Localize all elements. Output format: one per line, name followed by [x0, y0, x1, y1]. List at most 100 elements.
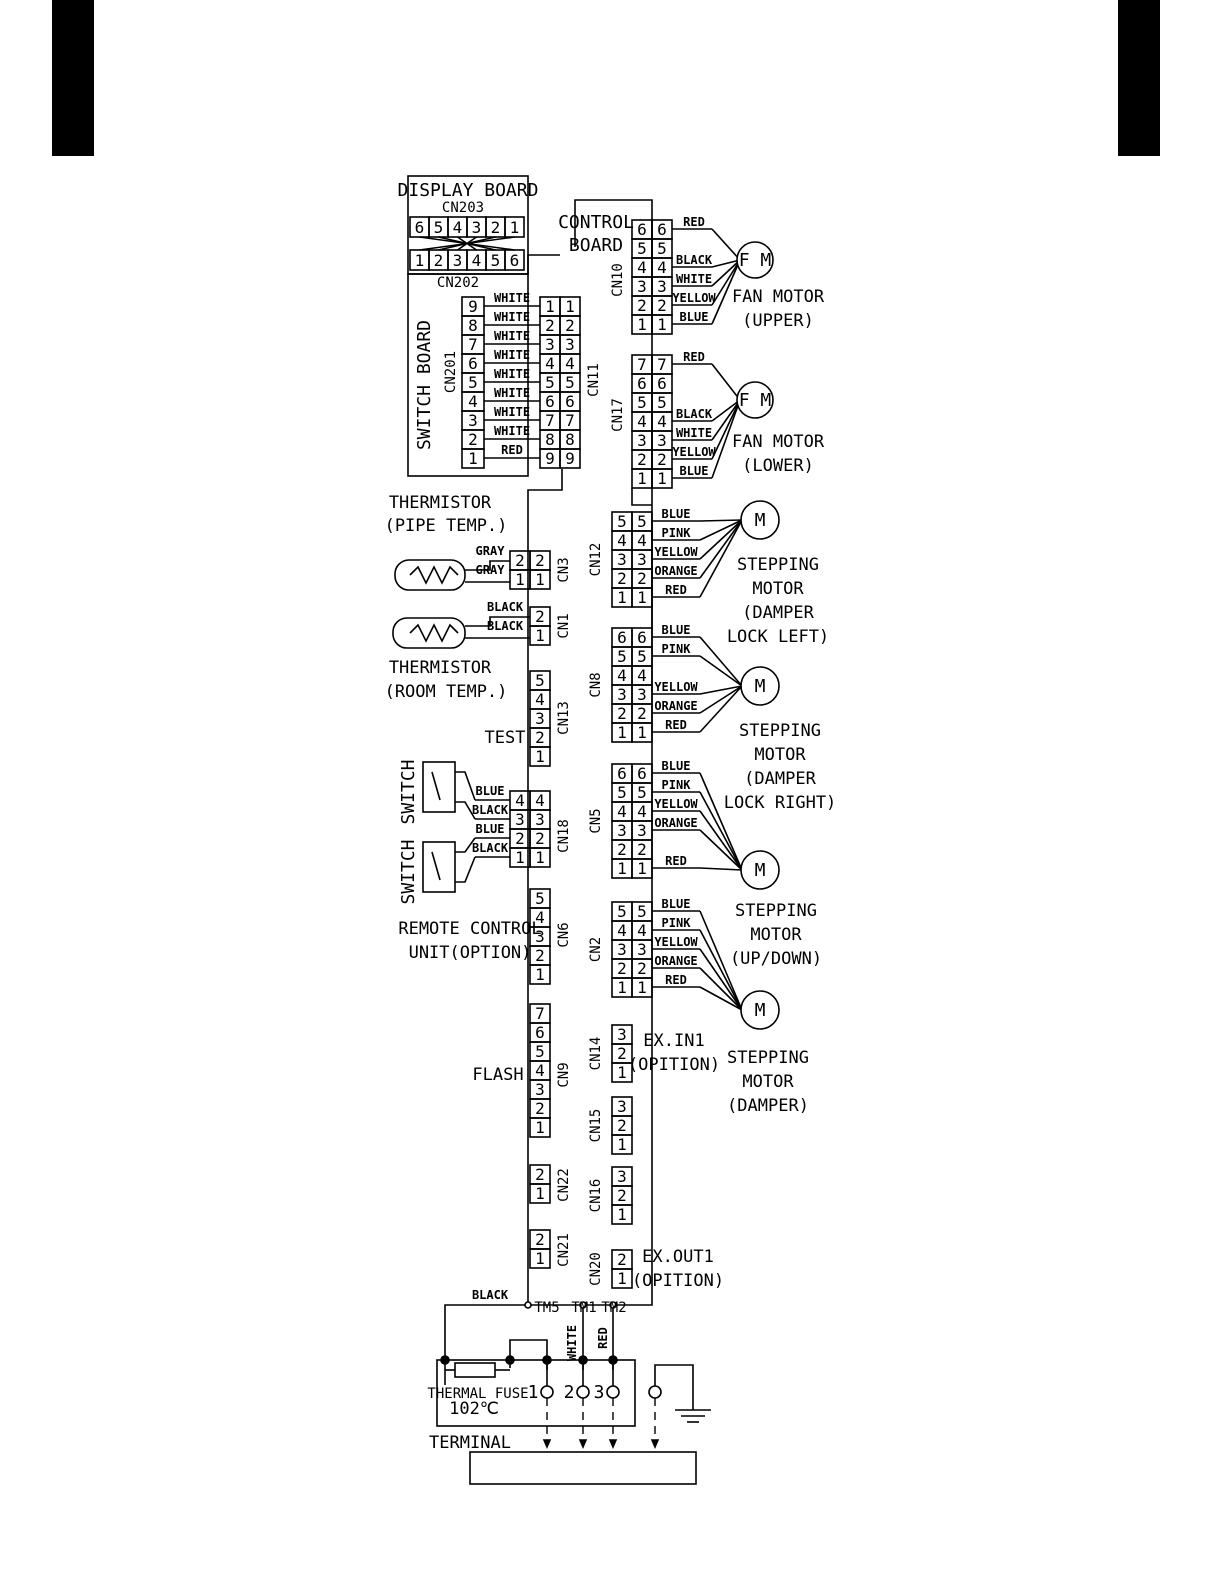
- cn10-rp-1: 5: [657, 239, 667, 258]
- cn203-pin-2: 4: [453, 218, 463, 237]
- cn11-left-pin-7: 8: [545, 430, 555, 449]
- cn10-label: CN10: [610, 263, 626, 297]
- cn20-label: CN20: [588, 1252, 604, 1286]
- cn201-pin-8: 1: [468, 449, 478, 468]
- cn11-left-pin-8: 9: [545, 449, 555, 468]
- cn12-rp-2: 3: [637, 550, 647, 569]
- cn11-right-pin-2: 3: [565, 335, 575, 354]
- cn3-wire-label-1: GRAY: [476, 563, 506, 577]
- thermistor-pipe-resistor: [409, 565, 459, 585]
- cn18-wire-label-3: BLACK: [472, 841, 509, 855]
- terminal-ring-0: [540, 1385, 554, 1399]
- cn17-wire-bend-0: [711, 363, 741, 401]
- cn17-wire-label-4: BLUE: [680, 464, 709, 478]
- terminal-ring-1: [576, 1385, 590, 1399]
- thermistor-pipe-label-1: THERMISTOR: [389, 493, 492, 513]
- cn10-rp-3: 3: [657, 277, 667, 296]
- cn11-right-pin-4: 5: [565, 373, 575, 392]
- cn9-pin-6: 1: [535, 1118, 545, 1137]
- cn10-wire-bend-0: [711, 228, 741, 261]
- switch-board-box: [407, 273, 529, 477]
- cn3-r-1: [529, 569, 551, 590]
- cn11-left-pin-3: 4: [545, 354, 555, 373]
- cn201-pin-3: 6: [468, 354, 478, 373]
- cn2-motor-text: M: [755, 1000, 766, 1021]
- control-board-title-1: CONTROL: [558, 212, 634, 233]
- cn12-rp-1: 4: [637, 531, 647, 550]
- cn5-wire-bend-1: [699, 791, 743, 871]
- terminal-label: TERMINAL: [429, 1433, 511, 1453]
- cn8-lp-3: 3: [617, 685, 627, 704]
- cn203-pin-5: 1: [510, 218, 520, 237]
- cn17-r-6: [651, 468, 673, 489]
- cn17-rp-1: 6: [657, 374, 667, 393]
- cn8-rp-3: 3: [637, 685, 647, 704]
- tm1-point: [579, 1301, 587, 1309]
- cn5-r-5: [631, 858, 653, 879]
- cn18-wire-label-0: BLUE: [476, 784, 505, 798]
- cn12-rp-0: 5: [637, 512, 647, 531]
- cn8-wire-label-3: ORANGE: [654, 699, 697, 713]
- fuse-loop: [509, 1339, 548, 1370]
- cn17-lp-1: 6: [637, 374, 647, 393]
- cn17-rp-4: 3: [657, 431, 667, 450]
- cn18-wire-label-2: BLUE: [476, 822, 505, 836]
- cn17-lp-4: 3: [637, 431, 647, 450]
- cn13-pin-0: 5: [535, 671, 545, 690]
- tm5-label: TM5: [534, 1300, 559, 1316]
- cn11-left-pin-5: 6: [545, 392, 555, 411]
- cn5-motor-text: M: [755, 860, 766, 881]
- cn5-motor-label-0: STEPPING: [735, 901, 817, 921]
- cn20-pin-0: 2: [617, 1250, 627, 1269]
- cn203-cell-5: [504, 216, 525, 238]
- cn202-pin-1: 2: [434, 251, 444, 270]
- cn11-right-pin-8: 9: [565, 449, 575, 468]
- cn3-rp-0: 2: [535, 551, 545, 570]
- cn5-wire-bend-3: [699, 829, 743, 871]
- cn11-left-pin-2: 3: [545, 335, 555, 354]
- cn17-lp-5: 2: [637, 450, 647, 469]
- cn5-label: CN5: [588, 808, 604, 833]
- thermistor-room-resistor: [409, 623, 459, 643]
- cn16-pin-1: 2: [617, 1186, 627, 1205]
- cn202-pin-4: 5: [491, 251, 501, 270]
- cn12-rp-4: 1: [637, 588, 647, 607]
- cn2-lp-0: 5: [617, 902, 627, 921]
- cn14-label-1: EX.IN1: [643, 1031, 704, 1051]
- cn9-pin-1: 6: [535, 1023, 545, 1042]
- corner-mark-left: [52, 0, 94, 156]
- cn9-pin-3: 4: [535, 1061, 545, 1080]
- display-board-cn203: CN203: [442, 200, 484, 216]
- switch-lower-lever: [431, 851, 441, 881]
- switch-upper-wire-a: [455, 771, 476, 801]
- cn10-wire-label-0: RED: [683, 215, 705, 229]
- terminal-arrow-0: [542, 1439, 552, 1450]
- cn10-wire-label-4: BLUE: [680, 310, 709, 324]
- cn17-rp-3: 4: [657, 412, 667, 431]
- cn10-r-5: [651, 314, 673, 335]
- cn10-lp-1: 5: [637, 239, 647, 258]
- cn202-pin-5: 6: [510, 251, 520, 270]
- cn11-right-pin-0: 1: [565, 297, 575, 316]
- cn5-wire-label-2: YELLOW: [654, 797, 698, 811]
- switch-upper-label: SWITCH: [398, 759, 419, 824]
- cn1-wire-label-1: BLACK: [487, 619, 524, 633]
- cn8-wire-bend-3: [699, 685, 743, 714]
- cn6-pin-3: 2: [535, 946, 545, 965]
- cn2-wire-bend-3: [699, 967, 743, 1011]
- cn22-pin-1: 1: [535, 1184, 545, 1203]
- terminal-arrow-2: [608, 1439, 618, 1450]
- tm2-label: TM2: [601, 1300, 626, 1316]
- cn8-wire-bend-2: [699, 685, 743, 695]
- switch-board-title: SWITCH BOARD: [414, 320, 435, 450]
- cn9-cell-6: [529, 1117, 551, 1138]
- cn8-lp-2: 4: [617, 666, 627, 685]
- cn5-rp-0: 6: [637, 764, 647, 783]
- tm5-point: [524, 1301, 532, 1309]
- cn201-pin-5: 4: [468, 392, 478, 411]
- fan-motor-upper-symbol: [736, 241, 774, 279]
- cn5-motor-label-2: (UP/DOWN): [730, 949, 822, 969]
- cn8-rp-1: 5: [637, 647, 647, 666]
- switch-lower-box: [422, 841, 456, 893]
- display-to-control: [527, 254, 560, 274]
